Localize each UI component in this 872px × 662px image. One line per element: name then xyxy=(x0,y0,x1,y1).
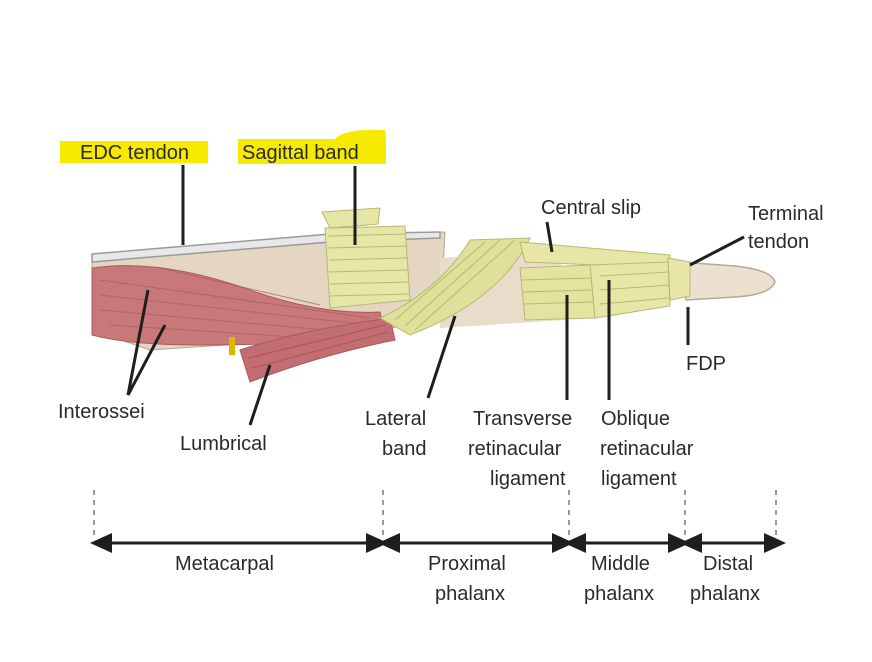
terminal-tendon-shape xyxy=(667,257,691,301)
label-metacarpal: Metacarpal xyxy=(175,553,274,575)
segment-labels: Metacarpal Proximal phalanx Middle phala… xyxy=(175,553,760,605)
lumbrical-fibers xyxy=(247,324,389,369)
lateral-band-shape xyxy=(378,237,531,336)
label-distal-line2: phalanx xyxy=(690,583,760,605)
label-oblique-line1: Oblique xyxy=(601,408,670,430)
label-proximal-line1: Proximal xyxy=(428,553,506,575)
scale-arrowheads xyxy=(90,533,786,553)
distal-phalanx-bone xyxy=(679,261,776,301)
label-transverse-line3: ligament xyxy=(490,468,566,490)
label-fdp: FDP xyxy=(686,353,726,375)
lumbrical-muscle xyxy=(239,317,396,383)
label-distal-line1: Distal xyxy=(703,553,753,575)
label-central-slip: Central slip xyxy=(541,197,641,219)
label-transverse-line1: Transverse xyxy=(473,408,572,430)
label-lateral-band-line2: band xyxy=(382,438,427,460)
sagittal-band-highlight xyxy=(238,139,386,164)
label-interossei: Interossei xyxy=(58,401,145,423)
label-lumbrical: Lumbrical xyxy=(180,433,267,455)
label-transverse-line2: retinacular xyxy=(468,438,562,460)
edc-tendon-highlight xyxy=(60,141,208,163)
leader-lines xyxy=(126,165,745,426)
transverse-ligament-shape xyxy=(519,264,596,321)
label-terminal-tendon-line2: tendon xyxy=(748,231,809,253)
label-terminal-tendon-line1: Terminal xyxy=(748,203,824,225)
lumbrical-leader xyxy=(248,364,272,426)
central-slip-leader xyxy=(545,221,554,253)
bone-segment-scale: Metacarpal Proximal phalanx Middle phala… xyxy=(90,490,786,605)
lumbrical-marker xyxy=(229,337,235,355)
label-edc-tendon: EDC tendon xyxy=(80,142,189,164)
label-sagittal-band: Sagittal band xyxy=(242,142,359,164)
label-oblique-line3: ligament xyxy=(601,468,677,490)
label-middle-line2: phalanx xyxy=(584,583,654,605)
label-middle-line1: Middle xyxy=(591,553,650,575)
sagittal-band-shape xyxy=(321,207,411,309)
segment-dividers xyxy=(93,490,777,540)
lateral-band-leader xyxy=(426,315,457,399)
label-lateral-band-line1: Lateral xyxy=(365,408,426,430)
sagittal-band-highlight-tab xyxy=(335,129,386,139)
interossei-leader-1 xyxy=(126,289,150,396)
label-oblique-line2: retinacular xyxy=(600,438,694,460)
label-proximal-line2: phalanx xyxy=(435,583,505,605)
anatomy-labels: EDC tendon Sagittal band Central slip Te… xyxy=(58,142,824,490)
terminal-leader xyxy=(689,235,745,267)
interossei-leader-2 xyxy=(126,324,167,396)
